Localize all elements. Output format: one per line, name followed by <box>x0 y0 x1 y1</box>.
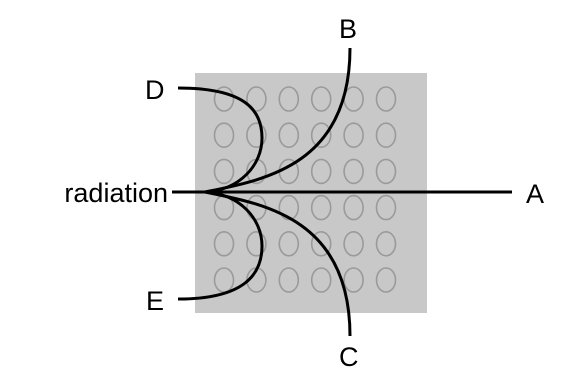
radiation-label: radiation <box>64 178 168 208</box>
atom-circle <box>375 86 397 112</box>
ray-paths <box>172 47 512 337</box>
atom-circle <box>343 231 364 257</box>
atom-circle <box>310 194 332 221</box>
atom-circle <box>246 86 267 112</box>
atom-circle <box>278 122 300 148</box>
atom-circle <box>310 122 332 148</box>
atom-circle <box>246 122 267 148</box>
atom-circle <box>343 158 364 185</box>
atom-circle <box>213 158 235 185</box>
atom-circle <box>310 158 332 185</box>
atom-circle <box>375 194 397 221</box>
ray-e-path <box>177 190 264 301</box>
atom-circle <box>375 231 397 257</box>
atom-circle <box>278 86 300 112</box>
atom-circle <box>375 122 397 148</box>
atom-circle <box>278 267 300 293</box>
atom-grid <box>213 86 397 293</box>
atom-circle <box>246 231 267 257</box>
atom-circle <box>310 86 332 112</box>
atom-circle <box>213 122 235 148</box>
atom-circle <box>375 267 397 293</box>
label-d: D <box>145 75 165 105</box>
atom-circle <box>375 158 397 185</box>
atom-circle <box>343 194 364 221</box>
atom-circle <box>310 267 332 293</box>
ray-d-path <box>177 86 264 194</box>
atom-circle <box>213 86 235 112</box>
atom-circle <box>343 122 364 148</box>
label-b: B <box>339 14 357 44</box>
label-a: A <box>526 179 544 209</box>
atom-circle <box>343 267 364 293</box>
atom-circle <box>213 231 235 257</box>
atom-circle <box>278 194 300 221</box>
label-c: C <box>339 342 359 372</box>
atom-circle <box>278 231 300 257</box>
label-e: E <box>146 286 164 316</box>
atom-circle <box>310 231 332 257</box>
